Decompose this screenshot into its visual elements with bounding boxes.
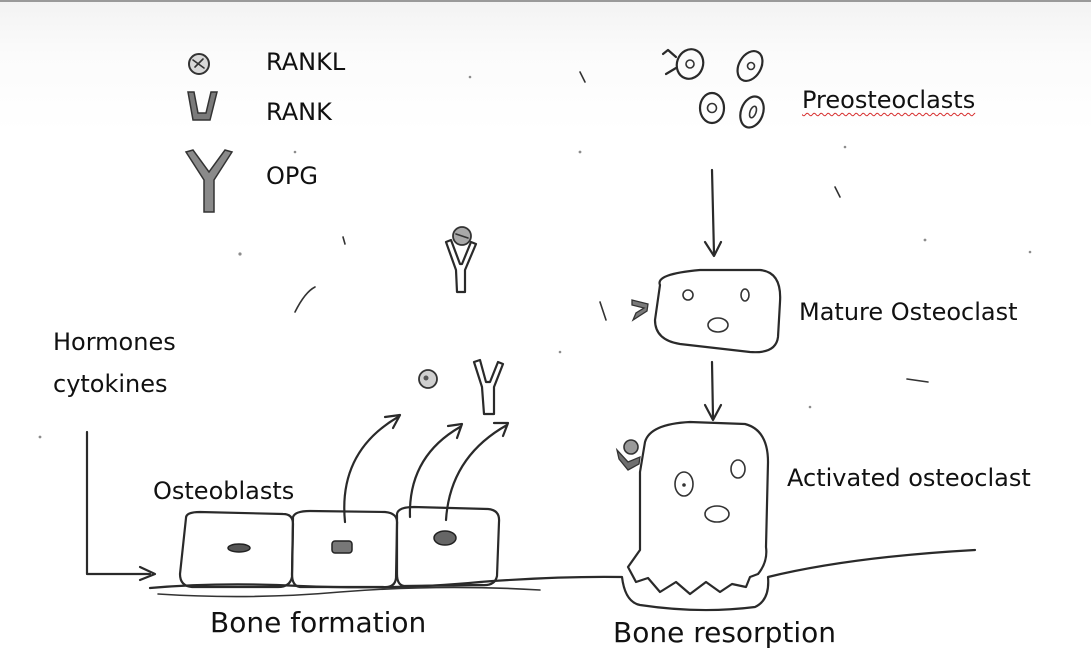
activated-osteoclast-cell	[617, 422, 768, 594]
hormones-arrow	[87, 432, 155, 580]
preosteoclasts-label: Preosteoclasts	[802, 86, 975, 114]
legend-label-rank: RANK	[266, 98, 332, 126]
activated-osteoclast-label: Activated osteoclast	[787, 464, 1031, 492]
cytokines-label: cytokines	[53, 370, 168, 398]
opg-icon	[186, 150, 232, 212]
legend-label-rankl: RANKL	[266, 48, 345, 76]
bone-surface	[150, 550, 975, 610]
mature-osteoclast-cell	[632, 270, 780, 352]
rankl-icon	[189, 54, 209, 74]
rank-rankl-complex-icon	[617, 440, 640, 470]
osteoblast-cells	[180, 507, 499, 587]
osteoblasts-label: Osteoblasts	[153, 477, 294, 505]
bone-resorption-label: Bone resorption	[613, 616, 836, 649]
preosteoclast-cells	[663, 45, 768, 130]
rankl-molecule	[419, 370, 437, 388]
bone-formation-label: Bone formation	[210, 606, 426, 639]
secretion-arrows	[344, 415, 508, 522]
arrow-to-mature	[705, 170, 721, 256]
legend-label-opg: OPG	[266, 162, 318, 190]
mature-osteoclast-label: Mature Osteoclast	[799, 298, 1018, 326]
rank-icon	[188, 92, 217, 120]
opg-rankl-complex	[446, 227, 476, 292]
arrow-to-activated	[705, 362, 721, 420]
opg-molecule	[474, 360, 503, 414]
hormones-label: Hormones	[53, 328, 176, 356]
paper-specks	[39, 72, 1032, 438]
